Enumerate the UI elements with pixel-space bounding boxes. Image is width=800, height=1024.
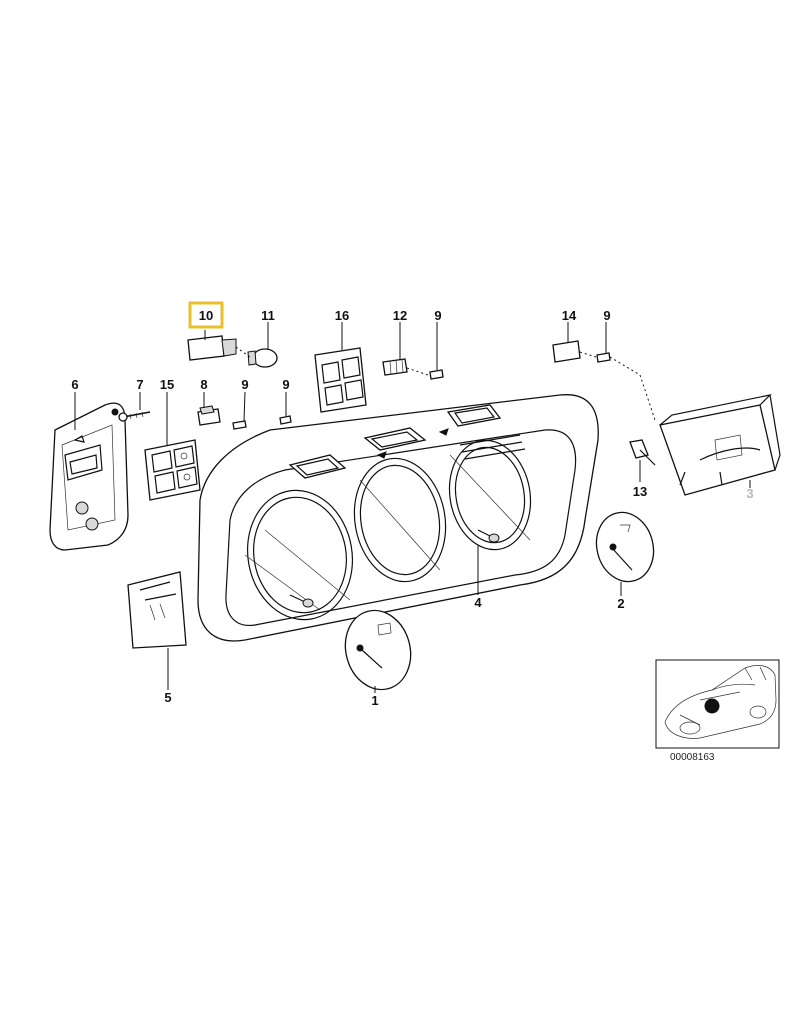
callout-3[interactable]: 3 bbox=[746, 486, 753, 501]
callout-8[interactable]: 8 bbox=[200, 377, 207, 392]
bulb-holder bbox=[187, 335, 237, 361]
electronic-module bbox=[659, 394, 781, 496]
connector bbox=[197, 405, 221, 426]
callout-1[interactable]: 1 bbox=[371, 693, 378, 708]
indicator-panel bbox=[314, 347, 367, 413]
callout-10[interactable]: 10 bbox=[199, 308, 213, 323]
callout-13[interactable]: 13 bbox=[633, 484, 647, 499]
highlight-box bbox=[188, 301, 224, 329]
callout-12[interactable]: 12 bbox=[393, 308, 407, 323]
screw bbox=[118, 411, 151, 422]
part-number: 00008163 bbox=[670, 752, 715, 763]
callout-16[interactable]: 16 bbox=[335, 308, 349, 323]
printed-circuit-board bbox=[49, 402, 129, 551]
gauge-1 bbox=[344, 609, 412, 691]
callout-9-a[interactable]: 9 bbox=[241, 377, 248, 392]
callout-4[interactable]: 4 bbox=[474, 595, 482, 610]
callout-9-d[interactable]: 9 bbox=[603, 308, 610, 323]
car-location-thumbnail bbox=[655, 659, 780, 749]
callout-6[interactable]: 6 bbox=[71, 377, 78, 392]
bracket bbox=[127, 571, 187, 649]
callout-9-b[interactable]: 9 bbox=[282, 377, 289, 392]
bulb-9-b bbox=[279, 415, 292, 425]
bulb-9-a bbox=[232, 420, 247, 430]
callout-11[interactable]: 11 bbox=[261, 308, 275, 323]
callout-14[interactable]: 14 bbox=[562, 308, 577, 323]
sensor bbox=[629, 439, 656, 466]
bulb-socket-12 bbox=[382, 358, 429, 376]
gauge-2 bbox=[595, 511, 655, 583]
switch-block bbox=[144, 439, 201, 501]
bulb-9-d bbox=[596, 352, 611, 363]
bulb-socket-14 bbox=[552, 340, 656, 421]
callout-15[interactable]: 15 bbox=[160, 377, 174, 392]
location-marker-icon bbox=[704, 698, 720, 714]
callout-9-c[interactable]: 9 bbox=[434, 308, 441, 323]
callout-5[interactable]: 5 bbox=[164, 690, 171, 705]
callout-2[interactable]: 2 bbox=[617, 596, 624, 611]
callout-7[interactable]: 7 bbox=[136, 377, 143, 392]
leader-lines bbox=[74, 322, 751, 693]
bulb-11 bbox=[235, 346, 278, 368]
bulb-9-c bbox=[429, 369, 444, 380]
instrument-cluster-housing bbox=[197, 394, 599, 642]
